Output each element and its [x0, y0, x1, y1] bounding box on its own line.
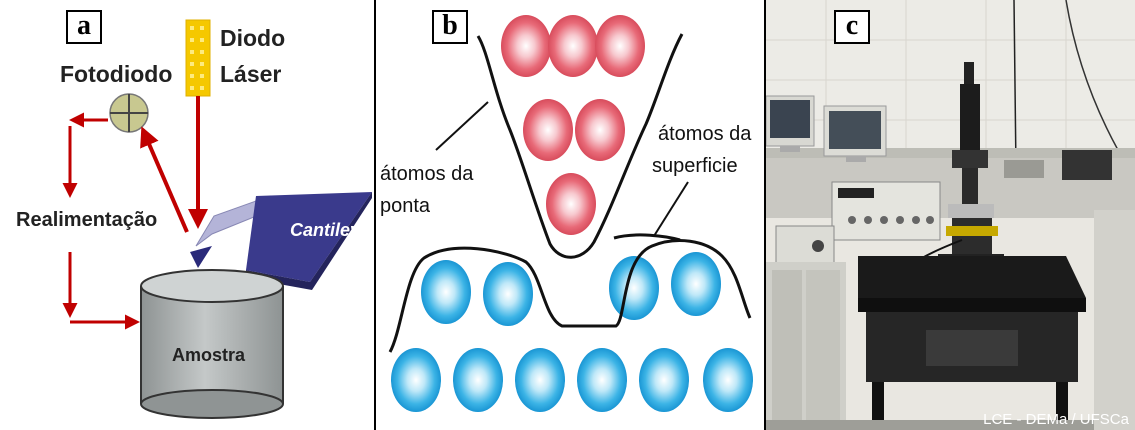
surface-atom: [639, 348, 689, 412]
surface-atoms-bottom-row: [391, 348, 753, 412]
tip-surface-diagram: átomos da ponta átomos da superficie: [376, 0, 766, 430]
panel-b-letter: b: [432, 10, 468, 44]
surface-atom: [421, 260, 471, 324]
afm-controller: [832, 182, 940, 240]
sample-cylinder: [141, 270, 283, 418]
surface-atoms-label-line1: átomos da: [658, 123, 752, 145]
sample-label: Amostra: [172, 345, 246, 365]
surface-atoms-pointer: [654, 182, 688, 236]
surface-atoms-top-row: [421, 252, 721, 326]
surface-atom: [515, 348, 565, 412]
laser-diode: [186, 20, 210, 96]
panel-b-tip-atoms: b: [376, 0, 766, 430]
surface-atom: [391, 348, 441, 412]
laser-label-line2: Láser: [220, 61, 281, 87]
tip-atom: [546, 173, 596, 235]
laser-label-line1: Diodo: [220, 25, 285, 51]
photodiode-sensor: [110, 94, 148, 132]
computer-monitor: [824, 106, 886, 162]
feedback-label: Realimentação: [16, 209, 157, 231]
antivibration-table: [858, 256, 1086, 430]
tip-atom-cluster: [501, 15, 645, 235]
surface-atom: [703, 348, 753, 412]
tip-atoms-label-line1: átomos da: [380, 163, 474, 185]
computer-monitor: [766, 96, 814, 152]
tip-atoms-pointer: [436, 102, 488, 150]
tip-atom: [575, 99, 625, 161]
photodiode-label: Fotodiodo: [60, 61, 172, 87]
surface-atom: [577, 348, 627, 412]
cantilever-label: Cantilever: [290, 220, 376, 240]
surface-atom: [453, 348, 503, 412]
panel-c-lab-photo: c: [766, 0, 1135, 430]
surface-atoms-label-line2: superficie: [652, 155, 738, 177]
tip-atom: [523, 99, 573, 161]
tip-atom: [548, 15, 598, 77]
surface-contact-line: [614, 235, 680, 240]
photo-credit: LCE - DEMa / UFSCa: [983, 411, 1129, 428]
panel-a-afm-schematic: a Diodo Láser Fotod: [0, 0, 376, 430]
lab-device: [1062, 150, 1112, 180]
panel-a-letter: a: [66, 10, 102, 44]
afm-schematic-diagram: Diodo Láser Fotodiodo Realimentação Cant…: [0, 0, 376, 430]
surface-atom: [671, 252, 721, 316]
tip-atom: [501, 15, 551, 77]
tip-atom: [595, 15, 645, 77]
surface-atom: [483, 262, 533, 326]
small-controller: [776, 226, 834, 266]
afm-lab-photo: [766, 0, 1135, 430]
tip-atoms-label-line2: ponta: [380, 195, 431, 217]
panel-c-letter: c: [834, 10, 870, 44]
